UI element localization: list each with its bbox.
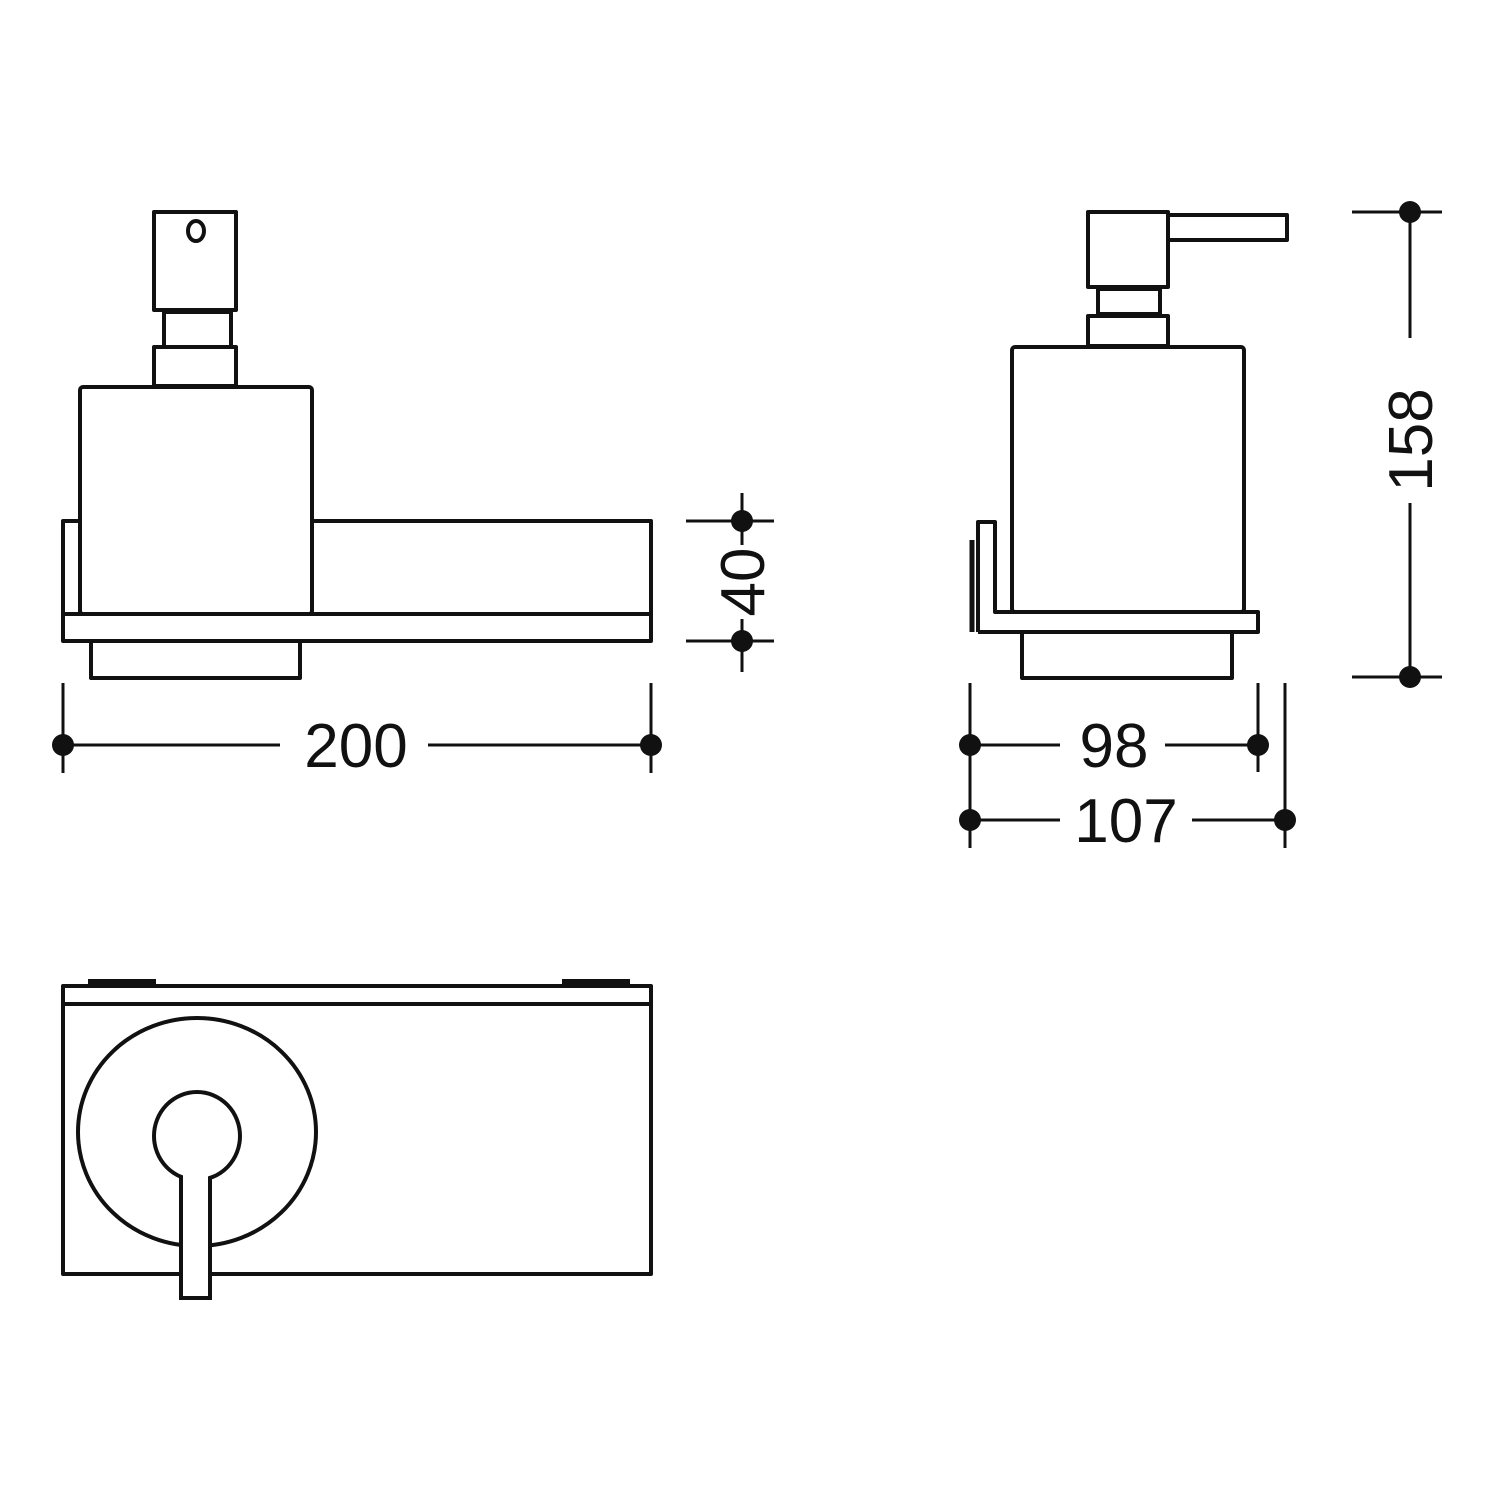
nozzle-hole	[186, 219, 206, 243]
pump-collar	[1086, 314, 1170, 348]
container-body	[78, 385, 314, 616]
top-view	[61, 979, 653, 1300]
pump-head	[1086, 210, 1170, 289]
pump-neck	[1096, 287, 1162, 316]
dimension-label-98: 98	[1080, 712, 1149, 781]
shelf-plate	[61, 612, 653, 643]
dimension-label-200: 200	[304, 712, 407, 781]
container-base	[1020, 630, 1234, 680]
dimension-label-158: 158	[1377, 388, 1446, 491]
dimension-label-40: 40	[709, 548, 778, 617]
pump-head	[152, 210, 238, 312]
container-base	[89, 639, 302, 680]
pump-head	[152, 1090, 242, 1182]
front-view	[61, 210, 653, 680]
pump-neck	[162, 310, 233, 349]
dimension-depth: 98 107	[959, 683, 1296, 856]
pump-spout	[1168, 213, 1289, 242]
shelf-back	[312, 519, 653, 614]
mount-pad-right	[562, 979, 630, 985]
dimension-width-front: 200	[52, 683, 662, 781]
wall-plate	[61, 519, 82, 616]
dimension-label-107: 107	[1074, 787, 1177, 856]
pump-spout	[179, 1174, 212, 1300]
wall-bracket	[976, 520, 1260, 634]
pump-collar	[152, 345, 238, 388]
container-body	[1010, 345, 1246, 614]
mount-pad-left	[88, 979, 156, 985]
dimension-height-shelf: 40	[686, 493, 778, 672]
shelf-outline	[61, 984, 653, 1276]
dimension-total-height: 158	[1352, 201, 1446, 688]
side-view	[969, 210, 1289, 680]
